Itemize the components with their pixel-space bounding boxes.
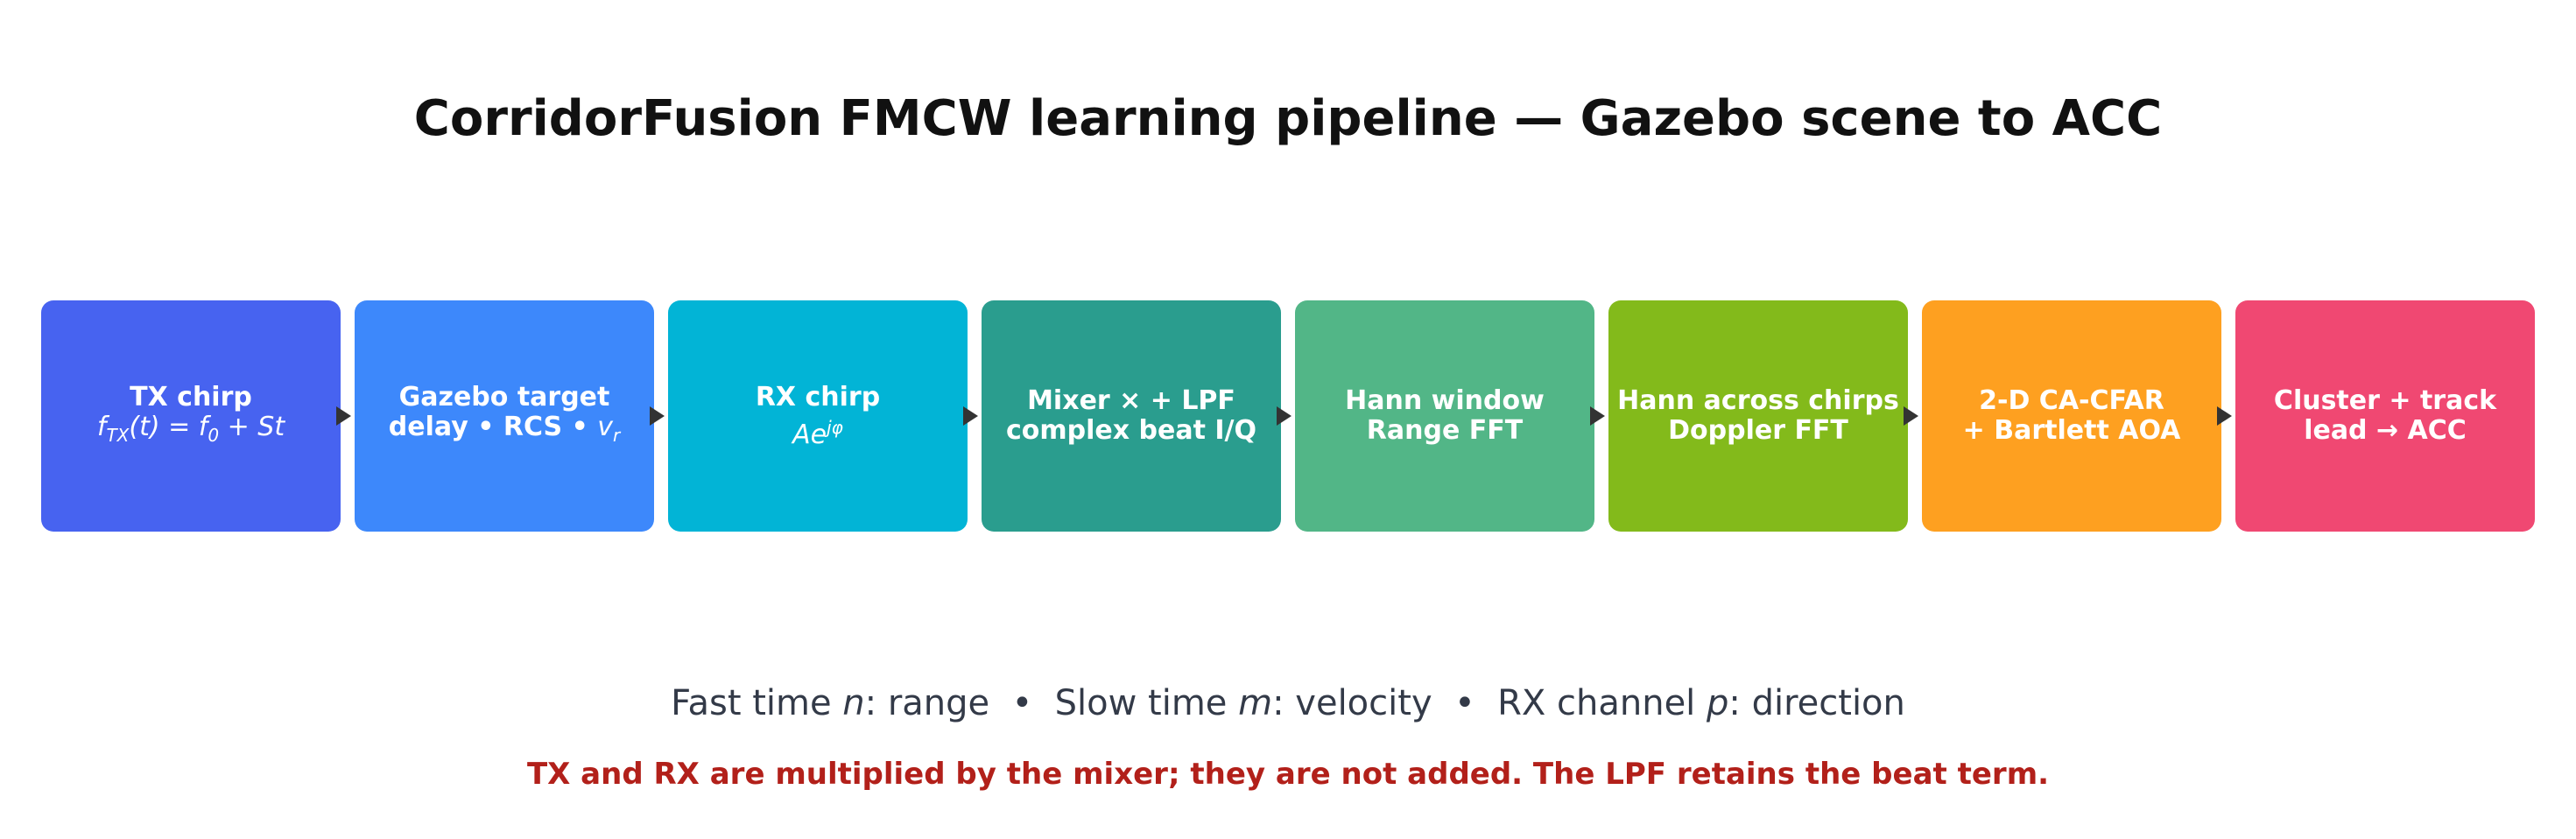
block-gazebo-target-subtitle: delay • RCS • vr — [389, 412, 620, 450]
tx-equation-sub0: 0 — [208, 424, 220, 446]
gazebo-subtitle-text: delay • RCS • — [388, 411, 598, 442]
arrow-1 — [336, 406, 351, 426]
axes-caption: Fast time n: range • Slow time m: veloci… — [0, 679, 2576, 728]
block-mixer-title: Mixer × + LPF — [1027, 385, 1235, 416]
block-rx-chirp-equation: Aejφ — [792, 412, 843, 450]
arrow-2 — [650, 406, 665, 426]
block-mixer-subtitle: complex beat I/Q — [1005, 415, 1257, 446]
caption-separator-1: • — [1011, 683, 1033, 723]
block-rx-chirp-title: RX chirp — [755, 381, 881, 412]
diagram-title: CorridorFusion FMCW learning pipeline — … — [413, 90, 2163, 147]
arrow-3 — [963, 406, 978, 426]
caption-fast-var: n — [842, 683, 865, 723]
block-gazebo-target-title: Gazebo target — [398, 381, 610, 412]
caption-fast-label: Fast time — [671, 683, 843, 723]
caption-fast-rest: : range — [864, 683, 990, 723]
caption-rx-var: p — [1707, 683, 1729, 723]
block-cluster-track-subtitle: lead → ACC — [2304, 415, 2467, 446]
block-tx-chirp-equation: fTX(t) = f0 + St — [97, 412, 285, 450]
caption-slow-var: m — [1238, 683, 1273, 723]
block-range-fft: Hann window Range FFT — [1295, 300, 1594, 532]
block-cfar-aoa: 2-D CA-CFAR + Bartlett AOA — [1922, 300, 2221, 532]
block-tx-chirp: TX chirp fTX(t) = f0 + St — [41, 300, 341, 532]
block-tx-chirp-title: TX chirp — [130, 381, 252, 412]
block-doppler-fft-subtitle: Doppler FFT — [1668, 415, 1848, 446]
tx-equation-tail: + St — [219, 411, 285, 442]
rx-equation-exp: jφ — [827, 416, 843, 438]
block-rx-chirp: RX chirp Aejφ — [668, 300, 968, 532]
arrow-5 — [1590, 406, 1605, 426]
gazebo-subtitle-v: v — [597, 411, 613, 442]
block-range-fft-subtitle: Range FFT — [1366, 415, 1524, 446]
block-doppler-fft-title: Hann across chirps — [1617, 385, 1899, 416]
block-cluster-track: Cluster + track lead → ACC — [2235, 300, 2535, 532]
block-range-fft-title: Hann window — [1345, 385, 1545, 416]
caption-slow-rest: : velocity — [1272, 683, 1432, 723]
caption-rx-rest: : direction — [1728, 683, 1905, 723]
caption-rx-label: RX channel — [1497, 683, 1707, 723]
block-mixer: Mixer × + LPF complex beat I/Q — [982, 300, 1281, 532]
caption-slow-label: Slow time — [1054, 683, 1239, 723]
caption-separator-2: • — [1454, 683, 1475, 723]
tx-equation-f: f — [96, 411, 107, 442]
block-cluster-track-title: Cluster + track — [2273, 385, 2497, 416]
arrow-7 — [2217, 406, 2232, 426]
block-cfar-aoa-title: 2-D CA-CFAR — [1979, 385, 2164, 416]
rx-equation-a: Ae — [792, 419, 827, 450]
block-gazebo-target: Gazebo target delay • RCS • vr — [355, 300, 654, 532]
tx-equation-rest: (t) = f — [129, 411, 208, 442]
block-doppler-fft: Hann across chirps Doppler FFT — [1608, 300, 1908, 532]
tx-equation-sub: TX — [106, 424, 130, 446]
arrow-6 — [1904, 406, 1918, 426]
arrow-4 — [1277, 406, 1292, 426]
block-cfar-aoa-subtitle: + Bartlett AOA — [1962, 415, 2181, 446]
mixer-note: TX and RX are multiplied by the mixer; t… — [526, 757, 2050, 792]
gazebo-subtitle-sub: r — [612, 424, 621, 446]
